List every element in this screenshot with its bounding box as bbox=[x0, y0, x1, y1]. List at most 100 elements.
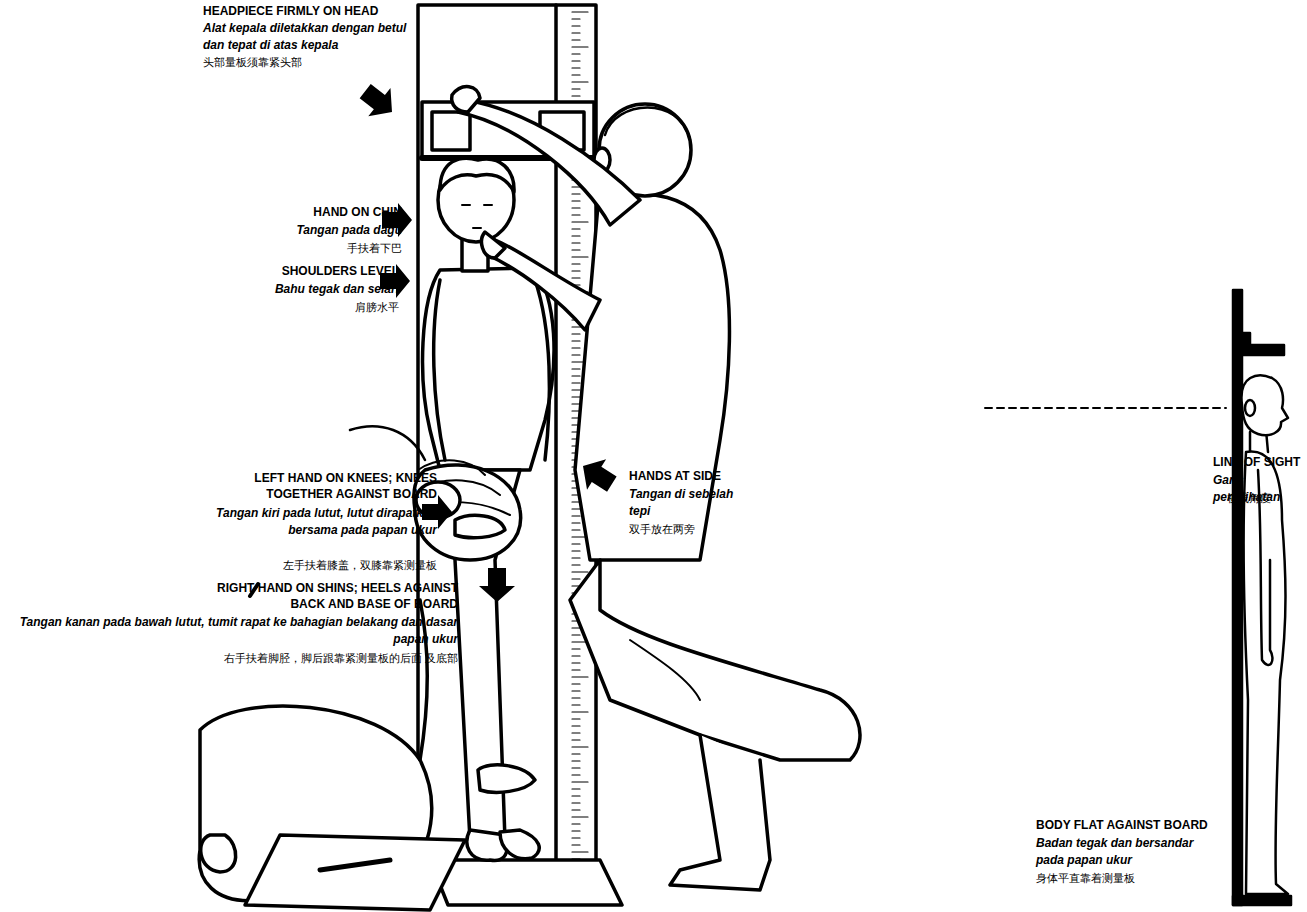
assistant-right-hand bbox=[478, 765, 535, 793]
callout-label: Tangan kanan pada bawah lutut, tumit rap… bbox=[0, 614, 458, 648]
ruler-tick bbox=[572, 564, 580, 565]
measuring-board bbox=[418, 5, 596, 875]
ruler-tick bbox=[572, 788, 580, 789]
ruler-tick bbox=[572, 809, 580, 810]
callout-label: Alat kepala diletakkan dengan betul dan … bbox=[203, 20, 418, 54]
ruler-tick bbox=[572, 830, 580, 831]
profile-ear bbox=[1245, 400, 1255, 416]
callout-label: Tangan pada dagu bbox=[242, 222, 402, 239]
ruler-tick bbox=[572, 522, 580, 523]
ruler-tick bbox=[572, 697, 580, 698]
measurer-fold bbox=[630, 640, 700, 700]
sight-line bbox=[985, 407, 1226, 409]
board-base bbox=[430, 860, 622, 905]
ruler-tick bbox=[572, 669, 580, 670]
ruler-tick bbox=[572, 557, 580, 558]
pencil bbox=[320, 860, 390, 870]
ruler-tick bbox=[572, 221, 588, 222]
ruler-tick bbox=[572, 711, 588, 712]
ruler-tick bbox=[572, 60, 580, 61]
ruler-tick bbox=[572, 683, 580, 684]
ruler-tick bbox=[572, 515, 580, 516]
ruler-tick bbox=[572, 46, 588, 47]
ruler-tick bbox=[572, 95, 580, 96]
child-arm bbox=[535, 280, 549, 460]
ruler-tick bbox=[572, 837, 580, 838]
ruler-tick bbox=[572, 368, 580, 369]
ruler-tick bbox=[572, 802, 580, 803]
clipboard bbox=[245, 835, 465, 910]
ruler-tick bbox=[572, 375, 580, 376]
ruler-tick bbox=[572, 382, 580, 383]
ruler-tick bbox=[572, 627, 580, 628]
ruler-tick bbox=[572, 242, 580, 243]
measurer-arm-up bbox=[458, 100, 640, 225]
callout-label: 肩膀水平 bbox=[219, 300, 399, 316]
ruler-tick bbox=[572, 200, 580, 201]
assistant-left-hand bbox=[455, 515, 505, 537]
ruler-tick bbox=[572, 655, 580, 656]
callout-label: 身体平直靠着测量板 bbox=[1036, 871, 1236, 887]
callout-label: HANDS AT SIDE bbox=[629, 468, 779, 484]
child-head bbox=[438, 158, 514, 242]
callout-label: Bahu tegak dan selari bbox=[219, 281, 399, 298]
floor-base bbox=[1233, 896, 1291, 905]
ruler-tick bbox=[572, 760, 580, 761]
ruler-tick bbox=[572, 753, 580, 754]
ruler-tick bbox=[572, 823, 580, 824]
ruler-tick bbox=[572, 648, 580, 649]
ruler-tick bbox=[572, 634, 580, 635]
callout-label: 手扶着下巴 bbox=[242, 241, 402, 257]
measurer-hand-chin bbox=[482, 232, 505, 258]
headboard-bracket bbox=[1242, 333, 1250, 347]
ruler-tick bbox=[572, 718, 580, 719]
ruler-tick bbox=[572, 739, 580, 740]
callout-label: RIGHT HAND ON SHINS; HEELS AGAINST BACK … bbox=[208, 580, 458, 612]
ruler-tick bbox=[572, 725, 580, 726]
profile-figure bbox=[985, 290, 1291, 905]
child-shirt bbox=[423, 268, 554, 470]
ruler-tick bbox=[572, 256, 588, 257]
ruler-tick bbox=[572, 347, 580, 348]
ruler-tick bbox=[572, 53, 580, 54]
ruler-tick bbox=[572, 550, 580, 551]
ruler-tick bbox=[572, 781, 588, 782]
callout-label: LEFT HAND ON KNEES; KNEES TOGETHER AGAIN… bbox=[197, 470, 437, 502]
ruler-tick bbox=[572, 249, 580, 250]
profile-body bbox=[1244, 452, 1288, 894]
ruler-tick bbox=[572, 193, 580, 194]
ruler-tick bbox=[572, 816, 588, 817]
ruler-tick bbox=[572, 88, 580, 89]
ruler-tick bbox=[572, 270, 580, 271]
callout-label: Tangan kiri pada lutut, lutut dirapatkan… bbox=[172, 505, 437, 539]
ruler-tick bbox=[572, 74, 580, 75]
child-face bbox=[462, 205, 492, 228]
ruler-tick bbox=[572, 746, 588, 747]
callout-label: HEADPIECE FIRMLY ON HEAD bbox=[203, 3, 413, 19]
ruler-tick bbox=[572, 690, 580, 691]
ruler-tick bbox=[572, 81, 588, 82]
measurer-shin bbox=[670, 735, 770, 890]
callout-arrows bbox=[354, 77, 1268, 602]
ruler-tick bbox=[572, 228, 580, 229]
ruler-tick bbox=[572, 11, 588, 12]
child-arm bbox=[434, 280, 445, 460]
callout-label: 双手放在两旁 bbox=[629, 522, 779, 538]
assistant-arm bbox=[350, 426, 425, 460]
ruler-tick bbox=[572, 578, 580, 579]
ruler-tick bbox=[572, 403, 580, 404]
ruler-tick bbox=[572, 39, 580, 40]
callout-label: 视线角度 bbox=[1227, 491, 1307, 507]
callout-label: 右手扶着脚胫，脚后跟靠紧测量板的后面 及底部 bbox=[218, 651, 458, 667]
callout-label: Badan tegak dan bersandar pada papan uku… bbox=[1036, 835, 1221, 869]
ruler-tick bbox=[572, 207, 580, 208]
ruler-tick bbox=[572, 774, 580, 775]
headpiece-block bbox=[432, 112, 470, 150]
ruler-tick bbox=[572, 767, 580, 768]
callout-label: LINE OF SIGHT bbox=[1213, 454, 1307, 470]
ruler-tick bbox=[572, 67, 580, 68]
measurer-hand bbox=[452, 87, 480, 112]
